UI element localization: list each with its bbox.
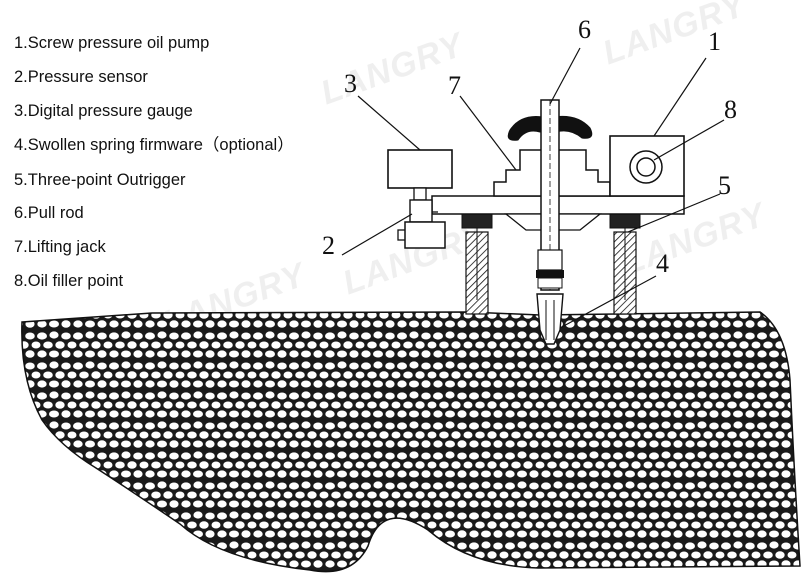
callout-7: 7	[448, 71, 461, 100]
callout-3: 3	[344, 69, 357, 98]
legend-item-lifting-jack: 7.Lifting jack	[14, 238, 106, 256]
legend-item-outrigger: 5.Three-point Outrigger	[14, 171, 186, 189]
callout-1: 1	[708, 27, 721, 56]
legend-item-spring-firmware: 4.Swollen spring firmware（optional）	[14, 136, 294, 154]
callout-2: 2	[322, 231, 335, 260]
legend-item-oil-filler: 8.Oil filler point	[14, 272, 124, 290]
legend-item-pull-rod: 6.Pull rod	[14, 204, 84, 222]
legend-item-screw-pump: 1.Screw pressure oil pump	[14, 34, 210, 52]
leader-lines	[341, 47, 725, 329]
spring-firmware	[536, 293, 564, 345]
callout-4: 4	[656, 249, 669, 278]
callout-5: 5	[718, 171, 731, 200]
leg-nut-left	[461, 213, 493, 229]
legend-item-pressure-sensor: 2.Pressure sensor	[14, 68, 148, 86]
legend-item-digital-gauge: 3.Digital pressure gauge	[14, 102, 193, 120]
callout-6: 6	[578, 15, 591, 44]
digital-pressure-gauge	[387, 149, 453, 189]
callout-8: 8	[724, 95, 737, 124]
leg-nut-right	[609, 213, 641, 229]
ground-rock-mass	[21, 311, 801, 573]
pressure-sensor	[409, 199, 433, 223]
